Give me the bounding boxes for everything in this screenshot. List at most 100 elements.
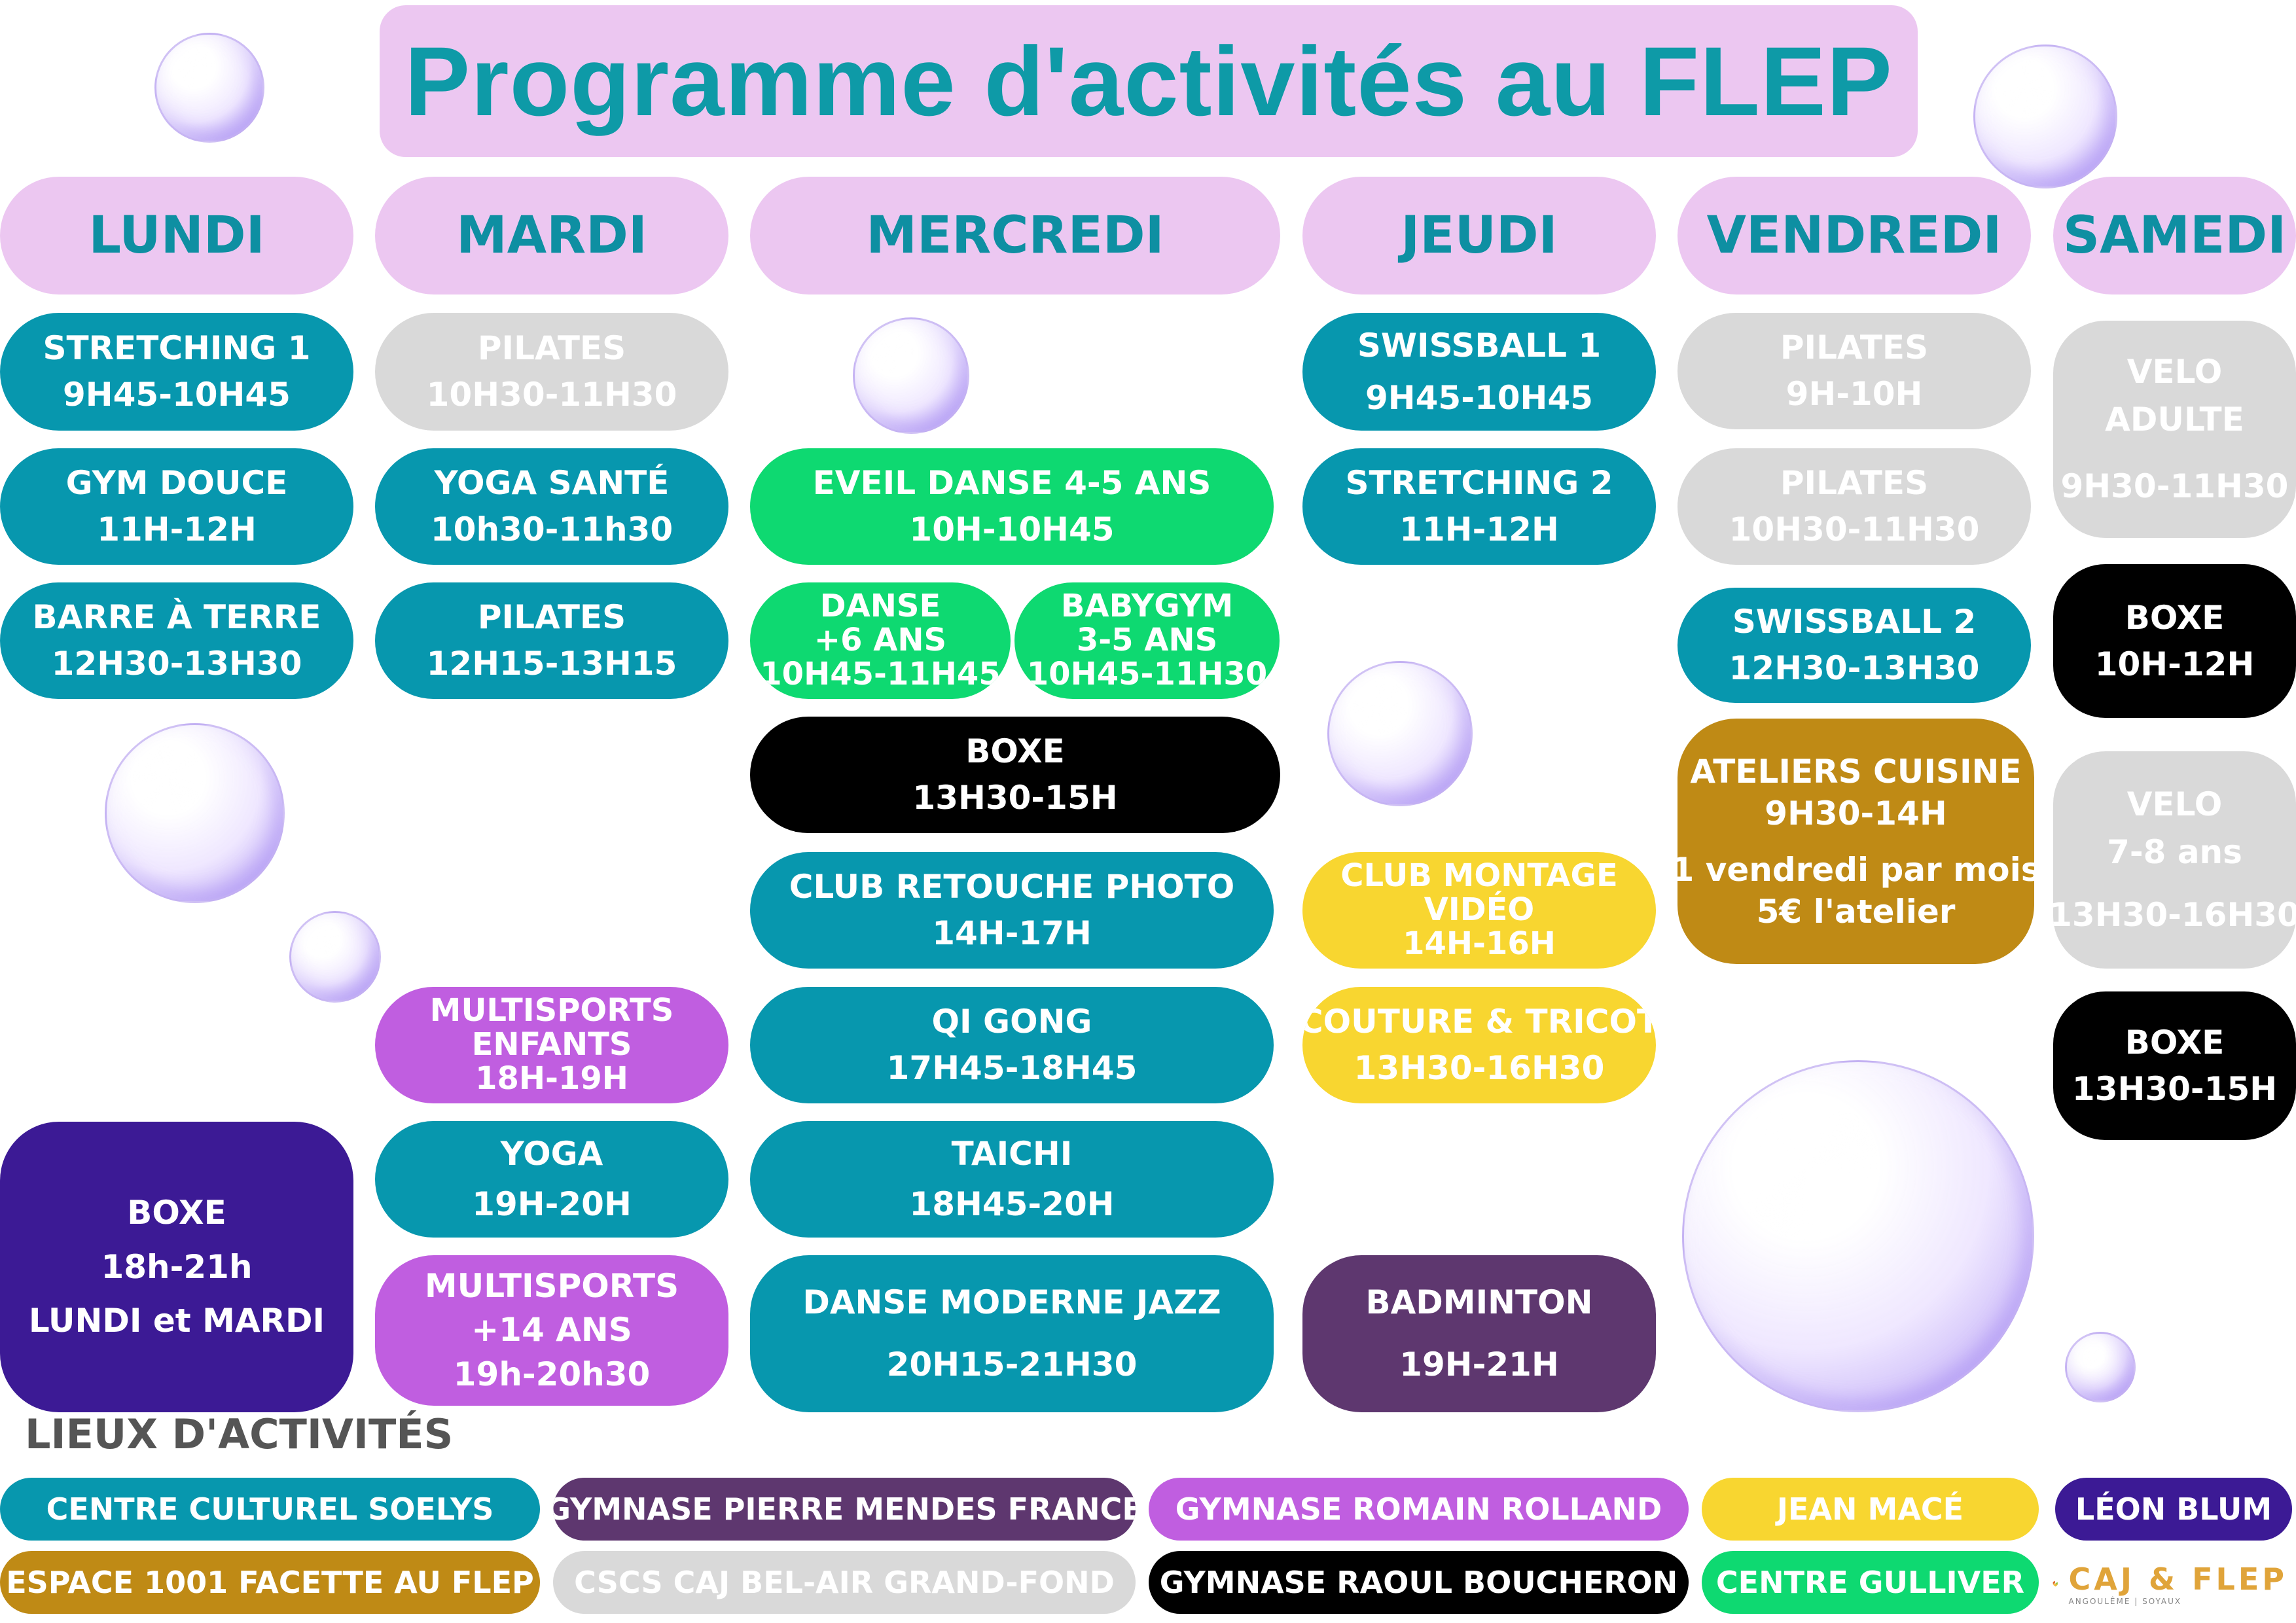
activity-name-line2: +6 ANS xyxy=(814,622,947,659)
activity-name: BOXE xyxy=(965,732,1065,770)
lieu-badge: CSCS CAJ BEL-AIR GRAND-FOND xyxy=(553,1551,1136,1614)
activity-name: BOXE xyxy=(2125,1023,2225,1061)
logo-subtitle: ANGOULÊME | SOYAUX xyxy=(2068,1597,2182,1606)
activity-name-line2: 7-8 ans xyxy=(2107,832,2242,871)
activity-card: QI GONG 17H45-18H45 xyxy=(750,987,1274,1103)
activity-time: 12H15-13H15 xyxy=(426,645,677,683)
activity-card: EVEIL DANSE 4-5 ANS 10H-10H45 xyxy=(750,448,1274,565)
activity-card: BOXE 10H-12H xyxy=(2053,564,2296,718)
activity-card: BADMINTON 19H-21H xyxy=(1302,1255,1656,1412)
activity-name: BABYGYM xyxy=(1060,588,1234,625)
day-header-mercredi: MERCREDI xyxy=(750,177,1280,294)
lieux-title: LIEUX D'ACTIVITÉS xyxy=(25,1410,454,1458)
activity-name: QI GONG xyxy=(931,1003,1092,1041)
activity-name: ATELIERS CUISINE xyxy=(1690,752,2022,791)
activity-name: YOGA xyxy=(500,1134,603,1173)
activity-time: 12H30-13H30 xyxy=(51,645,302,683)
lieu-badge: JEAN MACÉ xyxy=(1702,1478,2039,1541)
activity-card: PILATES 10H30-11H30 xyxy=(1677,448,2031,565)
activity-note-2: 5€ l'atelier xyxy=(1756,892,1956,931)
activity-card: ATELIERS CUISINE 9H30-14H 1 vendredi par… xyxy=(1677,719,2034,964)
day-header-samedi: SAMEDI xyxy=(2053,177,2296,294)
activity-time: 17H45-18H45 xyxy=(886,1049,1138,1087)
activity-name: DANSE MODERNE JAZZ xyxy=(802,1283,1221,1321)
activity-time: 10H45-11H45 xyxy=(760,655,1001,692)
activity-name: YOGA SANTÉ xyxy=(434,464,670,502)
activity-time: 18H-19H xyxy=(475,1060,628,1097)
activity-time: 12H30-13H30 xyxy=(1729,649,1980,687)
activity-time: 19h-20h30 xyxy=(453,1355,651,1393)
activity-time: 13H30-16H30 xyxy=(2053,896,2296,935)
lieu-badge: GYMNASE ROMAIN ROLLAND xyxy=(1149,1478,1689,1541)
activity-card: CLUB RETOUCHE PHOTO 14H-17H xyxy=(750,852,1274,969)
activity-note: 1 vendredi par mois xyxy=(1677,850,2034,889)
activity-name-line2: ENFANTS xyxy=(471,1026,632,1063)
activity-name: PILATES xyxy=(477,329,626,367)
bubble-decoration xyxy=(289,911,381,1003)
activity-card: YOGA 19H-20H xyxy=(375,1121,728,1238)
activity-name: STRETCHING 2 xyxy=(1345,464,1613,502)
activity-name: BARRE À TERRE xyxy=(32,598,321,636)
activity-card: DANSE MODERNE JAZZ 20H15-21H30 xyxy=(750,1255,1274,1412)
activity-card: BOXE 13H30-15H xyxy=(2053,991,2296,1140)
bubble-decoration xyxy=(1973,45,2117,188)
activity-time: 9H-10H xyxy=(1785,375,1923,413)
activity-card: STRETCHING 2 11H-12H xyxy=(1302,448,1656,565)
activity-name: DANSE xyxy=(819,588,941,625)
activity-time: 9H45-10H45 xyxy=(1365,379,1593,417)
activity-card: SWISSBALL 2 12H30-13H30 xyxy=(1677,588,2031,703)
activity-card: BOXE 13H30-15H xyxy=(750,717,1280,833)
activity-time: 10H-10H45 xyxy=(909,510,1115,548)
activity-time: 13H30-16H30 xyxy=(1354,1049,1605,1087)
activity-card: PILATES 12H15-13H15 xyxy=(375,582,728,699)
bubble-decoration xyxy=(105,723,285,903)
activity-card: SWISSBALL 1 9H45-10H45 xyxy=(1302,313,1656,431)
activity-card: COUTURE & TRICOT 13H30-16H30 xyxy=(1302,987,1656,1103)
activity-card: MULTISPORTS ENFANTS 18H-19H xyxy=(375,987,728,1103)
activity-card: DANSE +6 ANS 10H45-11H45 xyxy=(750,582,1011,699)
lieu-badge: GYMNASE PIERRE MENDES FRANCE xyxy=(553,1478,1136,1541)
activity-time: 18h-21h xyxy=(101,1247,253,1286)
activity-name: MULTISPORTS xyxy=(429,992,674,1029)
page-title: Programme d'activités au FLEP xyxy=(404,26,1893,136)
activity-name: VELO xyxy=(2126,353,2223,391)
activity-name: BOXE xyxy=(127,1194,226,1232)
activity-time: 14H-17H xyxy=(932,914,1092,952)
day-header-mardi: MARDI xyxy=(375,177,728,294)
activity-name-line2: +14 ANS xyxy=(471,1311,632,1349)
bubble-decoration xyxy=(1327,661,1473,806)
activity-card: PILATES 9H-10H xyxy=(1677,313,2031,429)
caj-flep-logo-icon xyxy=(2053,1580,2058,1587)
activity-time: 18H45-20H xyxy=(909,1185,1115,1223)
activity-name: MULTISPORTS xyxy=(424,1266,679,1305)
activity-time: 10H45-11H30 xyxy=(1026,655,1268,692)
activity-name-line2: VIDÉO xyxy=(1424,891,1535,929)
logo-text: CAJ & FLEP xyxy=(2068,1561,2287,1597)
activity-time: 19H-20H xyxy=(472,1185,632,1223)
activity-name: PILATES xyxy=(477,598,626,636)
activity-time: 10h30-11h30 xyxy=(430,510,673,548)
day-header-lundi: LUNDI xyxy=(0,177,353,294)
activity-name: STRETCHING 1 xyxy=(43,329,311,367)
bubble-decoration xyxy=(2065,1332,2136,1402)
activity-card: CLUB MONTAGE VIDÉO 14H-16H xyxy=(1302,852,1656,969)
activity-card: STRETCHING 1 9H45-10H45 xyxy=(0,313,353,431)
activity-name-line2: ADULTE xyxy=(2105,400,2244,438)
activity-time: 9H30-11H30 xyxy=(2060,467,2289,506)
activity-name: COUTURE & TRICOT xyxy=(1302,1003,1656,1041)
activity-name: BOXE xyxy=(2125,598,2225,637)
activity-time: 13H30-15H xyxy=(912,779,1118,817)
title-banner: Programme d'activités au FLEP xyxy=(380,5,1918,157)
activity-card: TAICHI 18H45-20H xyxy=(750,1121,1274,1238)
activity-time: 9H30-14H xyxy=(1765,794,1947,832)
activity-name: VELO xyxy=(2126,785,2223,824)
activity-name: CLUB RETOUCHE PHOTO xyxy=(789,868,1235,906)
activity-name: PILATES xyxy=(1780,329,1929,366)
activity-name: GYM DOUCE xyxy=(65,464,288,502)
activity-card: BOXE 18h-21h LUNDI et MARDI xyxy=(0,1122,353,1412)
activity-name: EVEIL DANSE 4-5 ANS xyxy=(812,464,1211,502)
activity-name: SWISSBALL 2 xyxy=(1732,603,1977,641)
activity-time: 9H45-10H45 xyxy=(63,376,291,414)
activity-name: TAICHI xyxy=(951,1134,1073,1173)
activity-time: 11H-12H xyxy=(97,510,257,548)
